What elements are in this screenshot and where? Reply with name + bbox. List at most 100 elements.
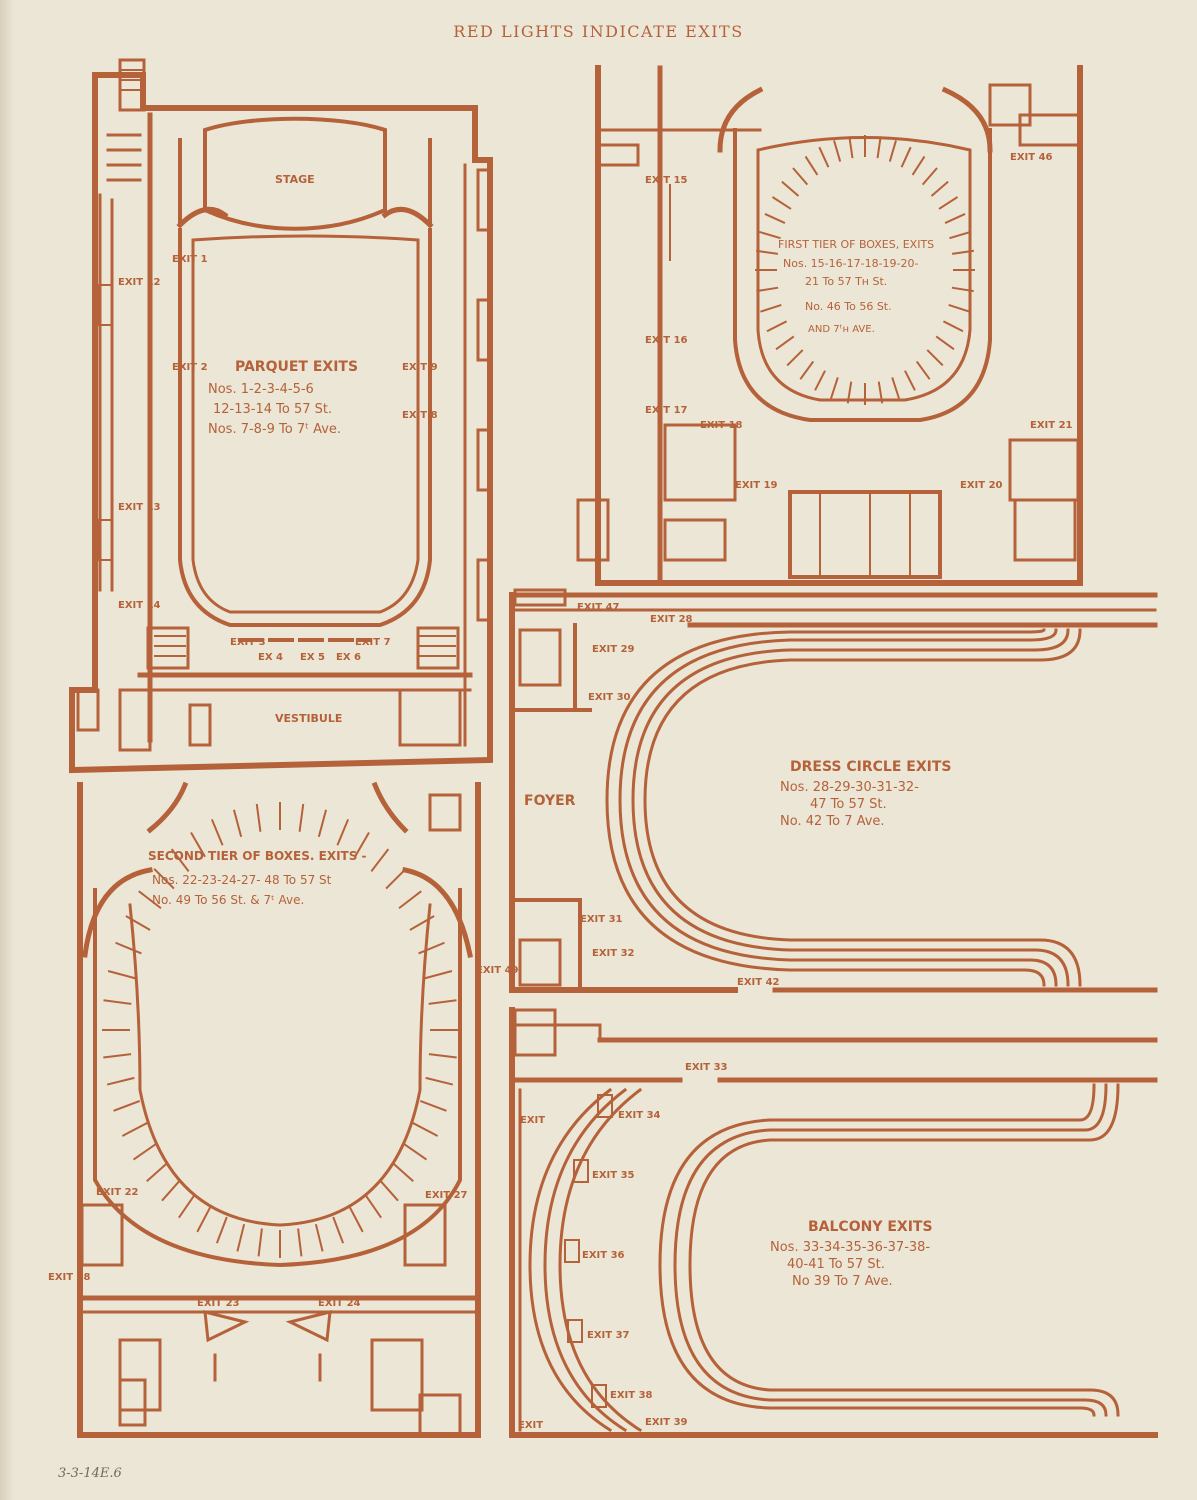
box-partition-tick — [904, 370, 916, 391]
box-partition-tick — [759, 231, 781, 240]
parquet-exit-2: EXIT 2 — [172, 362, 208, 373]
foyer-label: FOYER — [524, 793, 576, 809]
box-partition-tick — [926, 349, 944, 367]
balcony-title: BALCONY EXITS — [808, 1219, 933, 1235]
parquet-exit-7: EXIT 7 — [355, 637, 391, 648]
parquet-title: PARQUET EXITS — [235, 359, 358, 375]
box-partition-tick — [935, 335, 955, 351]
stage-label: STAGE — [275, 173, 315, 186]
box-partitions — [102, 135, 975, 1258]
second-tier-exit-27: EXIT 27 — [425, 1190, 468, 1201]
first-tier-line-3: No. 46 To 56 St. — [805, 300, 892, 313]
box-partition-tick — [336, 818, 350, 846]
box-partition-tick — [951, 286, 974, 293]
balcony-exit-41: EXIT — [518, 1420, 543, 1431]
box-partition-tick — [846, 381, 853, 404]
parquet-exit-4: EX 4 — [258, 652, 283, 663]
box-partition-tick — [146, 1161, 169, 1182]
box-partition-tick — [412, 1122, 439, 1137]
box-partition-tick — [938, 196, 959, 210]
box-partition-tick — [385, 868, 407, 890]
box-partition-tick — [951, 249, 975, 255]
box-partition-tick — [833, 140, 842, 162]
box-partition-tick — [755, 249, 779, 255]
dress-circle-exit-47: EXIT 47 — [577, 602, 620, 613]
box-partition-tick — [900, 146, 912, 168]
box-partition-tick — [215, 1216, 228, 1244]
second-tier-line-2: No. 49 To 56 St. & 7ᵗ Ave. — [152, 893, 304, 907]
balcony-line-3: No 39 To 7 Ave. — [792, 1274, 893, 1289]
second-tier-exit-23: EXIT 23 — [197, 1298, 240, 1309]
box-partition-tick — [196, 1206, 212, 1233]
box-partition-tick — [106, 1076, 135, 1086]
balcony-plan — [509, 1007, 1158, 1438]
parquet-line-1: Nos. 1-2-3-4-5-6 — [208, 382, 314, 397]
balcony-exit-39: EXIT 39 — [645, 1417, 688, 1428]
box-partition-tick — [756, 286, 779, 293]
first-tier-exit-21: EXIT 21 — [1030, 420, 1073, 431]
page-header: RED LIGHTS INDICATE EXITS — [453, 22, 744, 41]
box-partition-tick — [297, 1228, 303, 1257]
box-partition-tick — [781, 180, 800, 197]
box-partition-tick — [877, 381, 884, 404]
box-partition-tick — [348, 1206, 364, 1233]
parquet-exit-3: EXIT 3 — [230, 637, 266, 648]
box-partition-tick — [153, 868, 175, 890]
box-partition-tick — [915, 360, 931, 380]
box-partition-tick — [888, 140, 897, 162]
box-partition-tick — [402, 1142, 428, 1161]
box-partition-tick — [766, 320, 788, 333]
box-partition-tick — [944, 213, 966, 224]
dress-circle-line-2: 47 To 57 St. — [810, 797, 887, 812]
parquet-exit-9: EXIT 9 — [402, 362, 438, 373]
first-tier-plan — [576, 65, 1083, 586]
first-tier-exit-17: EXIT 17 — [645, 405, 688, 416]
torn-left-edge — [0, 0, 14, 1500]
balcony-exit-38: EXIT 38 — [610, 1390, 653, 1401]
dress-circle-line-1: Nos. 28-29-30-31-32- — [780, 780, 919, 795]
box-partition-tick — [948, 303, 970, 313]
dress-circle-exit-30: EXIT 30 — [588, 692, 631, 703]
parquet-line-3: Nos. 7-8-9 To 7ᵗ Ave. — [208, 422, 341, 437]
box-partition-tick — [424, 970, 453, 980]
balcony-line-1: Nos. 33-34-35-36-37-38- — [770, 1240, 930, 1255]
first-tier-line-1: Nos. 15-16-17-18-19-20- — [783, 257, 919, 270]
balcony-line-2: 40-41 To 57 St. — [787, 1257, 885, 1272]
box-partition-tick — [317, 809, 328, 838]
box-partition-tick — [255, 803, 262, 832]
box-partition-tick — [799, 360, 815, 380]
box-partition-tick — [949, 231, 971, 240]
box-partition-tick — [378, 1179, 399, 1202]
box-partition-tick — [848, 136, 854, 159]
balcony-exit-36: EXIT 36 — [582, 1250, 625, 1261]
box-partition-tick — [764, 213, 786, 224]
parquet-exit-6: EX 6 — [336, 652, 361, 663]
box-partition-tick — [298, 803, 305, 832]
box-partition-tick — [125, 915, 151, 931]
box-partition-tick — [257, 1228, 263, 1257]
box-partition-tick — [419, 1099, 447, 1112]
parquet-line-2: 12-13-14 To 57 St. — [213, 402, 332, 417]
dress-circle-exit-42: EXIT 42 — [737, 977, 780, 988]
second-tier-exit-24: EXIT 24 — [318, 1298, 361, 1309]
box-partition-tick — [409, 915, 435, 931]
box-partition-tick — [170, 848, 190, 872]
balcony-exit-40: EXIT — [520, 1115, 545, 1126]
box-partition-tick — [398, 890, 422, 910]
box-partition-tick — [804, 155, 819, 176]
box-partition-tick — [771, 196, 792, 210]
box-partition-tick — [775, 335, 795, 351]
first-tier-title: FIRST TIER OF BOXES, EXITS — [778, 238, 934, 251]
box-partition-tick — [818, 146, 830, 168]
box-partition-tick — [190, 832, 206, 858]
first-tier-line-4: AND 7ᵗʜ AVE. — [808, 324, 875, 335]
box-partition-tick — [830, 377, 839, 399]
second-tier-exit-49: EXIT 49 — [476, 965, 519, 976]
balcony-exit-33: EXIT 33 — [685, 1062, 728, 1073]
box-partition-tick — [232, 809, 243, 838]
box-partition-tick — [391, 1161, 414, 1182]
box-partition-tick — [364, 1194, 382, 1219]
second-tier-exit-22: EXIT 22 — [96, 1187, 139, 1198]
